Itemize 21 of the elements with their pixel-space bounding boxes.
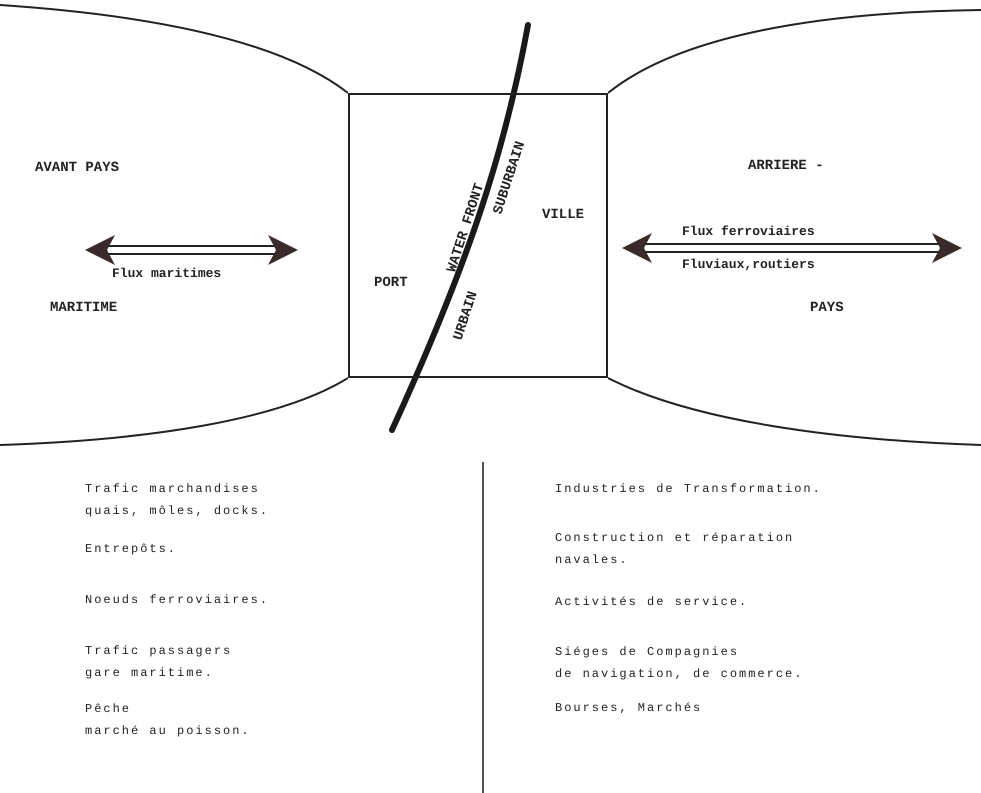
activity-text: Trafic passagers gare maritime. bbox=[85, 643, 232, 682]
activity-text: Construction et réparation navales. bbox=[555, 530, 794, 569]
activity-text: Siéges de Compagnies de navigation, de commerce. bbox=[555, 644, 804, 683]
flow-label: Flux ferroviaires bbox=[682, 224, 815, 240]
zone-label: VILLE bbox=[542, 207, 584, 223]
activity-text: Activités de service. bbox=[555, 594, 748, 611]
region-label: AVANT PAYS bbox=[35, 160, 120, 176]
activity-text: Noeuds ferroviaires. bbox=[85, 592, 270, 609]
activity-text: Pêche marché au poisson. bbox=[85, 701, 251, 740]
zone-label: PORT bbox=[374, 275, 408, 291]
region-label: ARRIERE - bbox=[748, 158, 824, 174]
activity-text: Trafic marchandises quais, môles, docks. bbox=[85, 481, 270, 520]
region-label: PAYS bbox=[810, 300, 844, 316]
activity-text: Industries de Transformation. bbox=[555, 481, 822, 498]
boundary-label: WATER FRONT bbox=[444, 182, 488, 274]
activity-text: Bourses, Marchés bbox=[555, 700, 702, 717]
region-label: MARITIME bbox=[50, 300, 118, 316]
flow-label: Flux maritimes bbox=[112, 266, 222, 282]
port-city-box bbox=[348, 93, 608, 378]
flow-label: Fluviaux,routiers bbox=[682, 257, 815, 273]
activity-text: Entrepôts. bbox=[85, 541, 178, 558]
